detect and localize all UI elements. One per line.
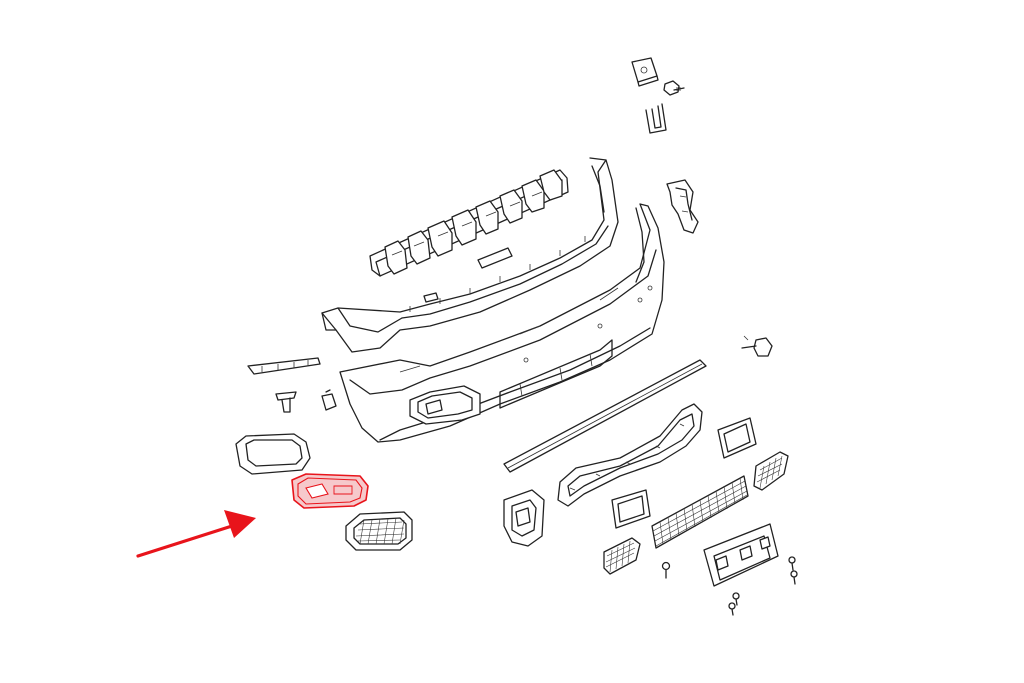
lamp-trim-center <box>611 489 651 529</box>
side-grille-right <box>753 451 789 491</box>
bumper-absorber <box>369 169 569 277</box>
u-clip <box>645 103 667 134</box>
retainer-clip <box>321 389 337 411</box>
fog-lamp-bezel-left <box>291 473 369 509</box>
upper-bracket-right <box>666 179 699 234</box>
screws <box>661 556 798 616</box>
red-arrow <box>136 510 256 558</box>
license-plate-bracket <box>703 523 779 587</box>
fog-lamp-grille-left <box>345 511 413 551</box>
small-grille-left <box>603 537 641 575</box>
push-pin-clip <box>275 391 297 413</box>
chrome-strip <box>503 359 707 473</box>
lower-grille-mesh <box>651 475 749 549</box>
fog-lamp-trim-outer <box>235 433 311 475</box>
lower-grille-frame <box>557 403 703 507</box>
bumper-fascia <box>339 203 665 443</box>
tow-hook-cover <box>741 335 773 357</box>
bumper-reinforcement <box>321 157 619 353</box>
side-trim-right <box>717 417 757 459</box>
tow-hook-bracket <box>503 489 545 547</box>
side-bracket-left <box>247 357 321 375</box>
nut-clip <box>631 57 659 87</box>
bolt <box>663 80 685 96</box>
